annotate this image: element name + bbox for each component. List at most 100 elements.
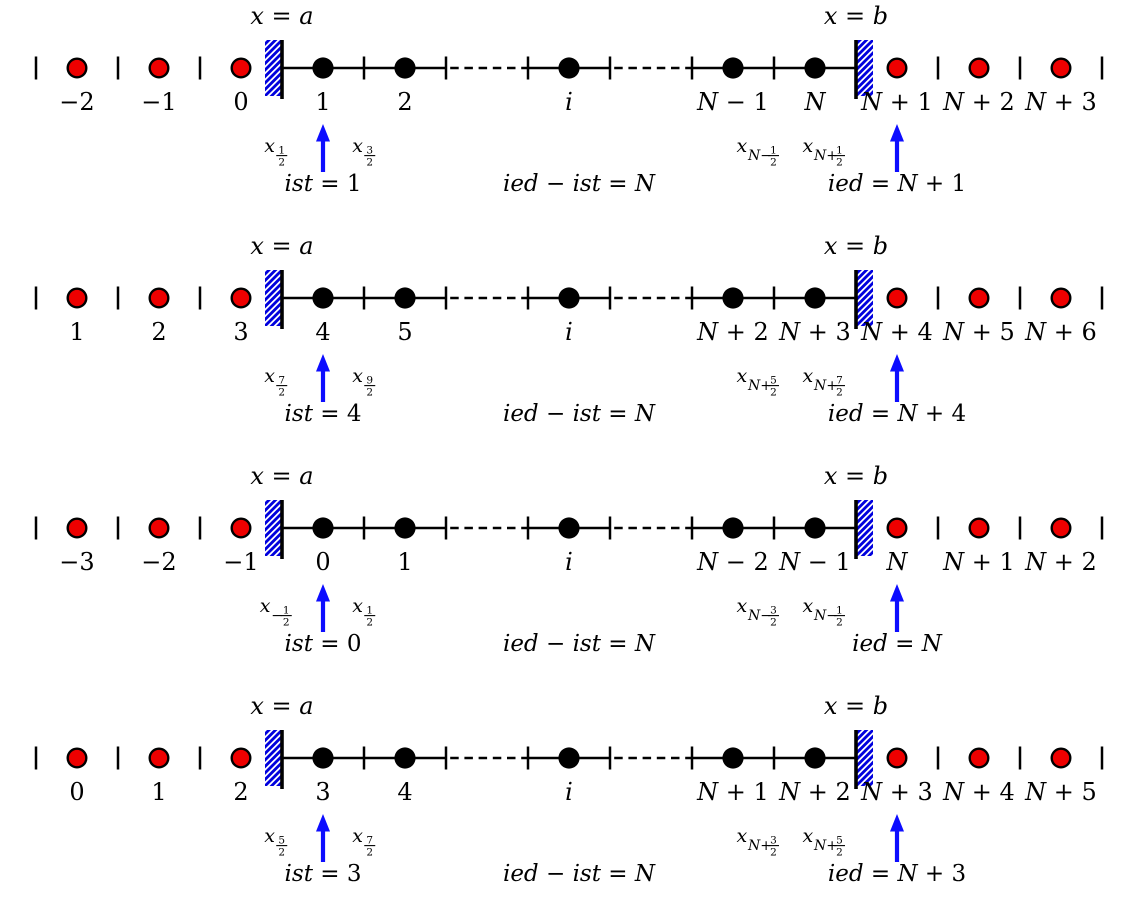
face-label-frac-num: 5 — [836, 835, 843, 847]
wall-left — [265, 270, 284, 329]
face-label-frac-num: 3 — [770, 605, 777, 617]
ghost-node-label: N + 5 — [942, 318, 1015, 346]
wall-hatch-stroke — [265, 57, 282, 79]
interior-node-label: 3 — [315, 778, 330, 806]
interior-node-label: 4 — [315, 318, 330, 346]
face-label-base: x — [803, 135, 814, 157]
interior-node-label: N + 1 — [696, 778, 769, 806]
wall-hatch-stroke — [265, 294, 282, 315]
wall-hatch-stroke — [860, 83, 873, 96]
wall-hatch — [856, 500, 873, 556]
arrow-head — [316, 584, 330, 602]
arrow-head — [890, 814, 904, 832]
right-wall-label: x = b — [824, 2, 888, 30]
wall-hatch-stroke — [265, 734, 282, 756]
face-label-frac-num: 7 — [366, 835, 373, 847]
ghost-node — [1050, 747, 1072, 769]
wall-hatch-stroke — [856, 287, 873, 309]
ghost-node-label: N + 2 — [1024, 548, 1097, 576]
ghost-node-label: N + 4 — [942, 778, 1015, 806]
wall-left — [265, 730, 284, 789]
interior-node — [722, 747, 744, 769]
wall-hatch-stroke — [856, 741, 873, 762]
ghost-node — [230, 517, 252, 539]
ghost-node — [968, 287, 990, 309]
face-label-subscript: − — [271, 608, 283, 624]
ghost-node-label: −2 — [59, 88, 94, 116]
wall-hatch-stroke — [265, 767, 282, 786]
face-label-frac-num: 1 — [770, 145, 777, 157]
ied-arrow — [890, 354, 904, 402]
wall-hatch-stroke — [269, 313, 282, 326]
face-label-frac-den: 2 — [770, 387, 777, 399]
face-label: x−12 — [260, 595, 292, 629]
wall-hatch-stroke — [856, 734, 873, 756]
wall-hatch-stroke — [265, 287, 282, 309]
ied-label: ied = N + 1 — [828, 171, 966, 197]
wall-hatch-stroke — [265, 307, 282, 326]
ghost-node — [886, 747, 908, 769]
ghost-node — [230, 747, 252, 769]
ghost-node-label: 2 — [151, 318, 166, 346]
ist-arrow — [316, 814, 330, 862]
ghost-node — [148, 747, 170, 769]
interior-node-label: i — [565, 548, 573, 576]
face-label-subscript: N− — [747, 148, 772, 164]
ghost-node — [886, 57, 908, 79]
wall-hatch — [856, 40, 873, 96]
wall-hatch-stroke — [265, 747, 282, 769]
wall-hatch-stroke — [856, 504, 873, 526]
wall-hatch-stroke — [856, 747, 873, 769]
wall-hatch — [265, 40, 282, 96]
ghost-node — [968, 747, 990, 769]
wall-left — [265, 500, 284, 559]
wall-hatch-stroke — [860, 313, 873, 326]
face-label-subscript: N+ — [747, 378, 772, 394]
wall-hatch-stroke — [856, 51, 873, 72]
face-label-frac-num: 7 — [836, 375, 843, 387]
face-label-frac-den: 2 — [278, 387, 285, 399]
face-label-base: x — [352, 135, 363, 157]
wall-hatch-stroke — [856, 730, 869, 743]
face-label-base: x — [352, 595, 363, 617]
mid-label: ied − ist = N — [503, 401, 656, 427]
mid-label: ied − ist = N — [503, 861, 656, 887]
interior-node — [394, 57, 416, 79]
ghost-node — [968, 517, 990, 539]
wall-hatch-stroke — [856, 730, 873, 749]
ghost-node-label: N + 3 — [860, 778, 933, 806]
interior-node-label: 4 — [397, 778, 412, 806]
face-label-frac-den: 2 — [278, 157, 285, 169]
face-label-frac-den: 2 — [366, 157, 373, 169]
ghost-node — [230, 287, 252, 309]
face-label-base: x — [352, 365, 363, 387]
wall-hatch-stroke — [265, 730, 278, 743]
ist-label: ist = 0 — [285, 631, 362, 657]
wall-hatch-stroke — [265, 270, 282, 289]
face-label-frac-den: 2 — [366, 387, 373, 399]
interior-node-label: N + 2 — [696, 318, 769, 346]
wall-hatch-stroke — [265, 537, 282, 556]
face-label-frac-num: 3 — [770, 835, 777, 847]
wall-hatch-stroke — [856, 300, 873, 322]
face-label-frac-den: 2 — [278, 847, 285, 859]
interior-node — [722, 57, 744, 79]
face-label-frac-num: 1 — [278, 145, 285, 157]
interior-node — [804, 57, 826, 79]
interior-node-label: 1 — [397, 548, 412, 576]
wall-hatch-stroke — [856, 517, 873, 539]
interior-node — [804, 287, 826, 309]
ist-arrow — [316, 584, 330, 632]
interior-node — [558, 57, 580, 79]
wall-hatch-stroke — [856, 760, 873, 782]
face-label-frac-num: 9 — [366, 375, 373, 387]
wall-hatch-stroke — [265, 70, 282, 92]
wall-hatch-stroke — [856, 274, 873, 296]
wall-hatch-stroke — [856, 270, 873, 289]
